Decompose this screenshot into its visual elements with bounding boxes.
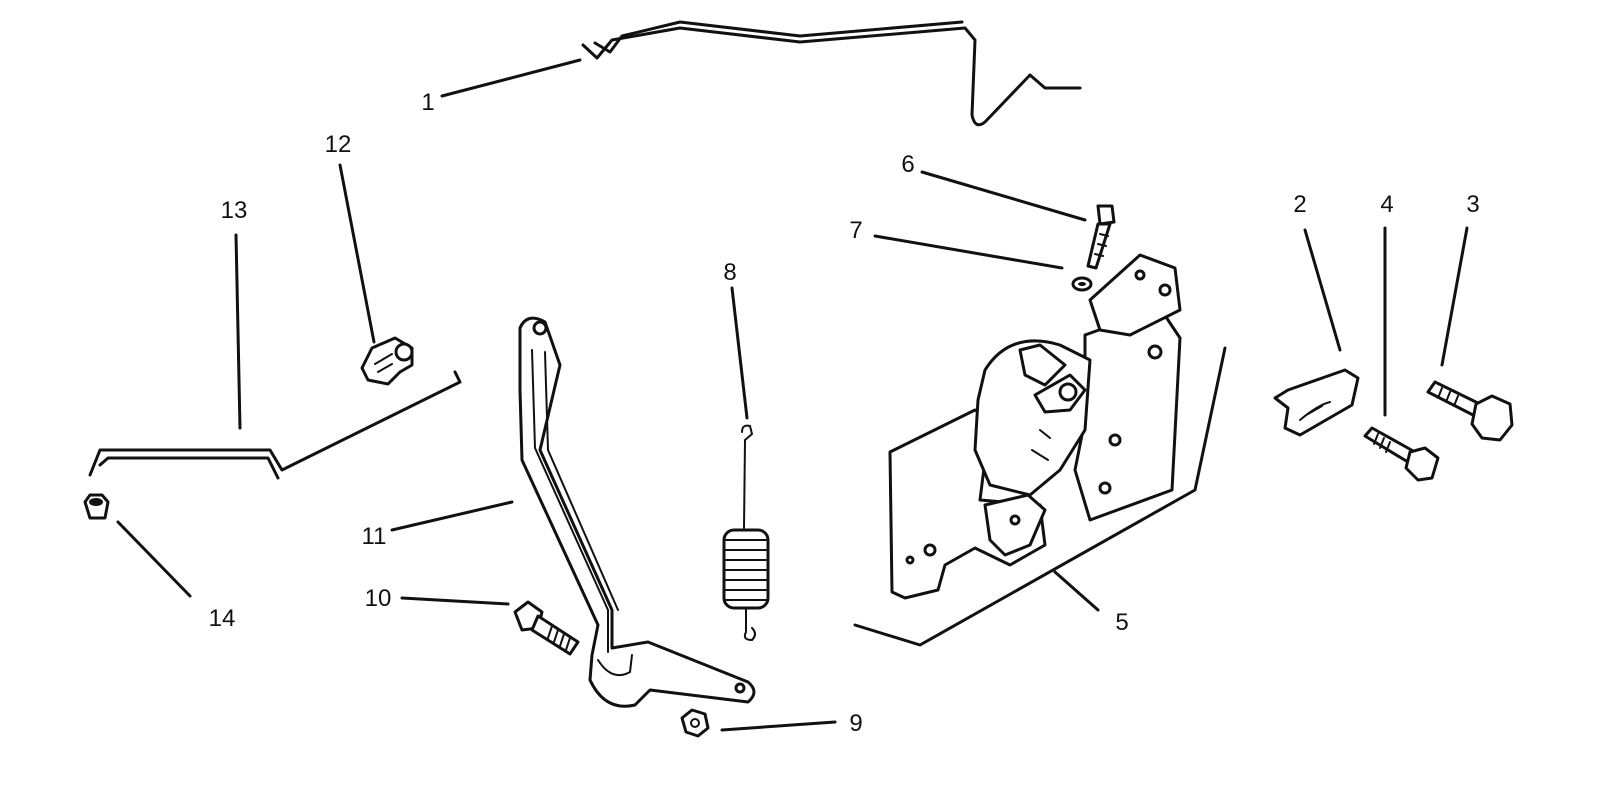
callout-11: 11: [362, 523, 387, 550]
callout-labels: 1 2 3 4 5 6 7 8 9 10 11 12 13 14: [209, 89, 1480, 737]
callout-8: 8: [723, 259, 736, 286]
leader-10: [400, 596, 510, 606]
part-9-nut: [680, 708, 710, 738]
part-5-control-plate-assembly: [853, 253, 1227, 647]
part-10-bolt: [513, 600, 580, 656]
callout-13: 13: [221, 197, 248, 224]
leader-9: [720, 720, 837, 732]
callout-6: 6: [901, 151, 914, 178]
leader-1: [440, 58, 582, 98]
part-8-spring: [722, 424, 770, 641]
part-13-bent-rod: [88, 370, 462, 480]
leader-6: [920, 170, 1087, 222]
part-4-small-bolt: [1363, 426, 1440, 482]
part-1-control-rod: [581, 20, 1082, 127]
part-14-grommet: [83, 493, 110, 520]
callout-4: 4: [1380, 191, 1393, 218]
leader-11: [390, 500, 514, 532]
leader-14: [116, 520, 192, 598]
part-11-lever-arm: [518, 316, 756, 708]
callout-12: 12: [325, 131, 352, 158]
callout-10: 10: [365, 585, 392, 612]
part-2-bracket: [1273, 368, 1360, 437]
part-7-lock-washer: [1071, 276, 1093, 292]
part-3-flange-bolt: [1426, 380, 1514, 442]
callout-3: 3: [1466, 191, 1479, 218]
leader-8: [730, 286, 749, 420]
callout-5: 5: [1115, 609, 1128, 636]
leader-7: [873, 234, 1064, 270]
callout-7: 7: [849, 217, 862, 244]
leader-3: [1440, 226, 1469, 367]
leader-2: [1303, 228, 1342, 352]
callout-14: 14: [209, 605, 236, 632]
leader-5: [1053, 570, 1100, 612]
callout-1: 1: [421, 89, 434, 116]
leader-12: [338, 163, 376, 344]
callout-2: 2: [1293, 191, 1306, 218]
callout-9: 9: [849, 710, 862, 737]
part-6-screw: [1086, 204, 1116, 270]
leader-13: [234, 233, 242, 430]
leader-lines: [116, 58, 1469, 732]
part-12-clip: [360, 336, 414, 386]
